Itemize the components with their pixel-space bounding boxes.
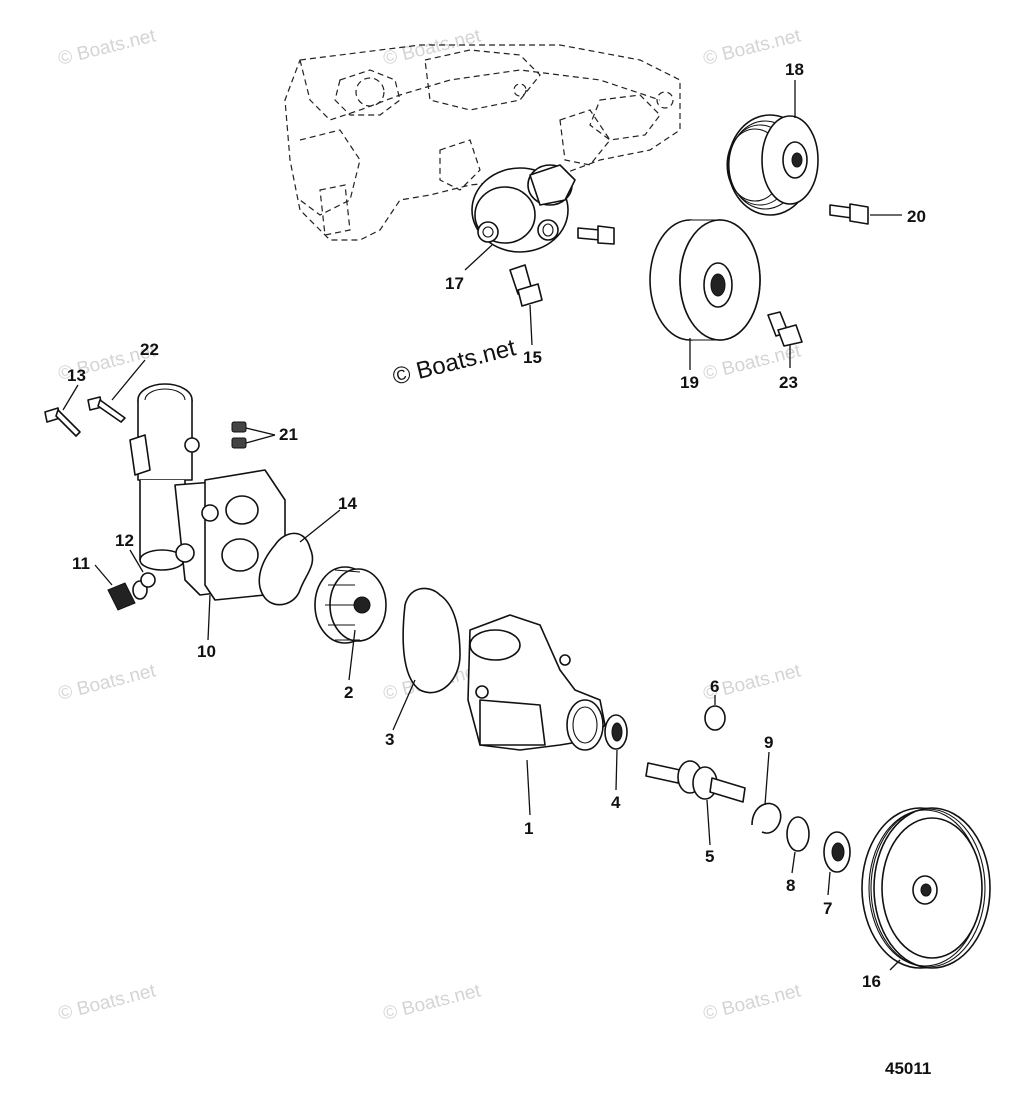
- drain-plug: [107, 580, 148, 611]
- callout-3: 3: [385, 730, 394, 749]
- smooth-idler-pulley: [649, 219, 761, 341]
- callout-6: 6: [710, 677, 719, 696]
- callout-13: 13: [67, 366, 86, 385]
- impeller: [314, 566, 387, 644]
- callouts: 1 2 3 4 5 6 7 8 9 10 11 12 13 14 15 16 1…: [67, 60, 926, 991]
- callout-18: 18: [785, 60, 804, 79]
- long-bolt: [44, 407, 81, 437]
- drive-pulley: [861, 807, 991, 969]
- callout-7: 7: [823, 899, 832, 918]
- watermark: © Boats.net: [701, 980, 803, 1025]
- seal: [604, 714, 628, 750]
- callout-14: 14: [338, 494, 357, 513]
- water-pump-housing: [467, 614, 606, 751]
- pump-shaft: [645, 760, 746, 803]
- callout-5: 5: [705, 847, 714, 866]
- callout-4: 4: [611, 793, 621, 812]
- watermark: © Boats.net: [381, 25, 483, 70]
- grooved-idler-pulley: [726, 114, 819, 216]
- callout-16: 16: [862, 972, 881, 991]
- callout-22: 22: [140, 340, 159, 359]
- watermark: © Boats.net: [56, 25, 158, 70]
- callout-8: 8: [786, 876, 795, 895]
- watermark: © Boats.net: [56, 980, 158, 1025]
- callout-23: 23: [779, 373, 798, 392]
- sleeve: [704, 705, 726, 731]
- watermark-main: © Boats.net: [390, 334, 519, 391]
- callout-9: 9: [764, 733, 773, 752]
- belt-tensioner: [471, 164, 576, 253]
- leader-lines: [62, 80, 902, 971]
- pipe-plug: [231, 421, 247, 449]
- gasket: [258, 532, 314, 606]
- callout-20: 20: [907, 207, 926, 226]
- retaining-ring: [751, 802, 782, 834]
- bolt: [767, 311, 803, 347]
- callout-21: 21: [279, 425, 298, 444]
- callout-19: 19: [680, 373, 699, 392]
- bolt: [829, 203, 869, 225]
- callout-12: 12: [115, 531, 134, 550]
- bolt: [577, 225, 615, 245]
- o-ring: [140, 572, 156, 588]
- washer: [823, 831, 851, 873]
- watermark: © Boats.net: [381, 980, 483, 1025]
- callout-15: 15: [523, 348, 542, 367]
- callout-2: 2: [344, 683, 353, 702]
- watermark: © Boats.net: [56, 660, 158, 705]
- ring: [786, 816, 810, 852]
- callout-11: 11: [72, 554, 90, 573]
- diagram-id: 45011: [885, 1059, 931, 1078]
- callout-1: 1: [524, 819, 533, 838]
- long-bolt: [87, 396, 126, 423]
- callout-10: 10: [197, 642, 216, 661]
- bolt: [509, 264, 543, 307]
- callout-17: 17: [445, 274, 464, 293]
- housing-gasket: [402, 587, 461, 694]
